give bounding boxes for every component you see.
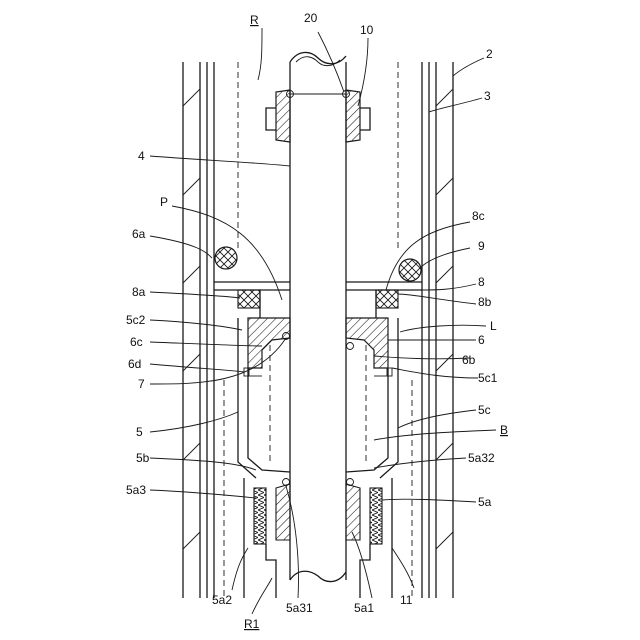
piston-rod [290,52,346,581]
label-5c: 5c [478,403,491,417]
label-9: 9 [478,239,485,253]
label-R1: R1 [244,617,260,631]
label-5a32: 5a32 [468,451,495,465]
label-6c: 6c [130,335,143,349]
label-8b: 8b [478,295,492,309]
label-5: 5 [136,425,143,439]
leader-lines [150,28,496,614]
sealing-rings [215,247,421,281]
label-8: 8 [478,275,485,289]
label-B: B [500,423,508,437]
label-6: 6 [478,333,485,347]
label-5c2: 5c2 [126,313,146,327]
label-11: 11 [400,593,413,607]
label-5a: 5a [478,495,492,509]
label-6b: 6b [462,353,476,367]
label-10: 10 [360,23,374,37]
label-4: 4 [138,149,145,163]
label-5a2: 5a2 [212,593,232,607]
label-7: 7 [138,377,145,391]
label-5c1: 5c1 [478,371,498,385]
label-8a: 8a [132,285,146,299]
label-5a3: 5a3 [126,483,146,497]
threaded-member [244,478,392,598]
label-5a1: 5a1 [354,601,374,615]
label-P: P [160,195,168,209]
label-5a31: 5a31 [286,601,313,615]
label-6a: 6a [132,227,146,241]
label-5b: 5b [136,451,150,465]
label-6d: 6d [128,357,141,371]
label-R: R [250,13,259,27]
spring-seat [214,282,422,318]
label-8c: 8c [472,209,485,223]
piston [244,318,392,376]
label-20: 20 [304,11,318,25]
label-2: 2 [486,47,493,61]
rod-guide [266,90,370,142]
label-L: L [490,319,497,333]
label-3: 3 [484,89,491,103]
outer-tube [183,62,453,598]
